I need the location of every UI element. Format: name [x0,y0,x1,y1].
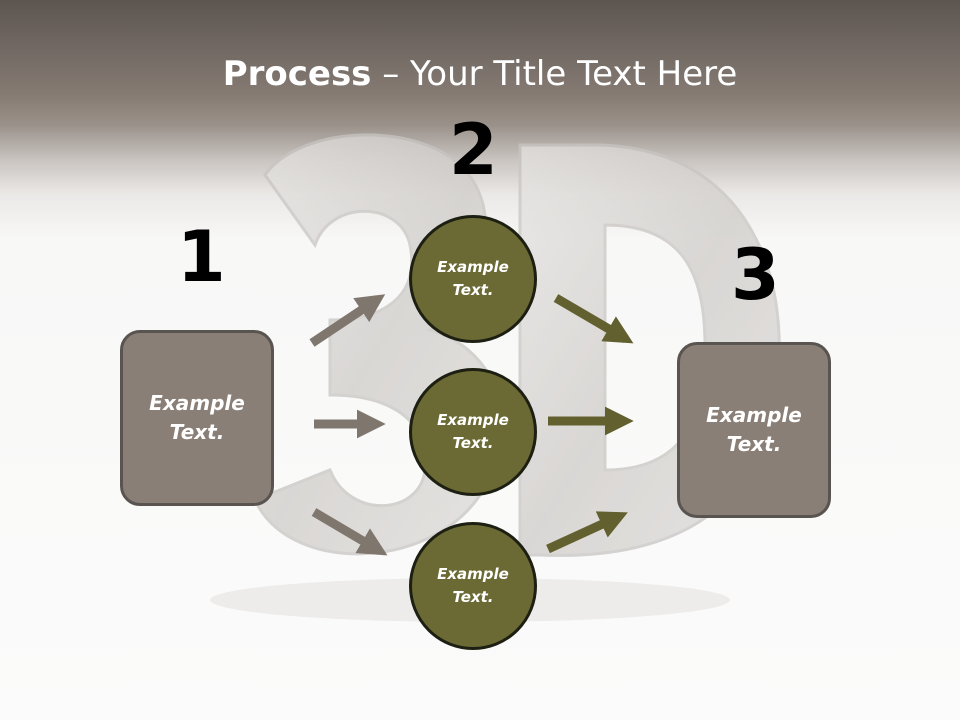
arrow-step1-to-top [309,294,386,347]
step-2-circle-middle: Example Text. [409,368,537,496]
arrow-bottom-to-step3 [546,511,628,554]
step-1-text: Example Text. [149,391,245,444]
step-number-2: 2 [449,109,498,191]
step-1-box: Example Text. [120,330,274,506]
step-2-circle-top: Example Text. [409,215,537,343]
step-2-circle-bottom: Example Text. [409,522,537,650]
step-3-box: Example Text. [677,342,831,518]
step-2-circle-bottom-text: Example Text. [437,565,509,606]
step-number-3: 3 [731,234,780,316]
title-bold: Process [222,54,372,94]
step-2-circle-middle-text: Example Text. [437,411,509,452]
arrow-top-to-step3 [553,294,634,344]
title-rest: – Your Title Text Here [371,54,738,94]
step-2-circle-top-text: Example Text. [437,258,509,299]
slide-title: Process – Your Title Text Here [0,52,960,96]
step-3-text: Example Text. [706,403,802,456]
arrow-step1-to-bottom [311,508,388,556]
step-number-1: 1 [177,216,226,298]
